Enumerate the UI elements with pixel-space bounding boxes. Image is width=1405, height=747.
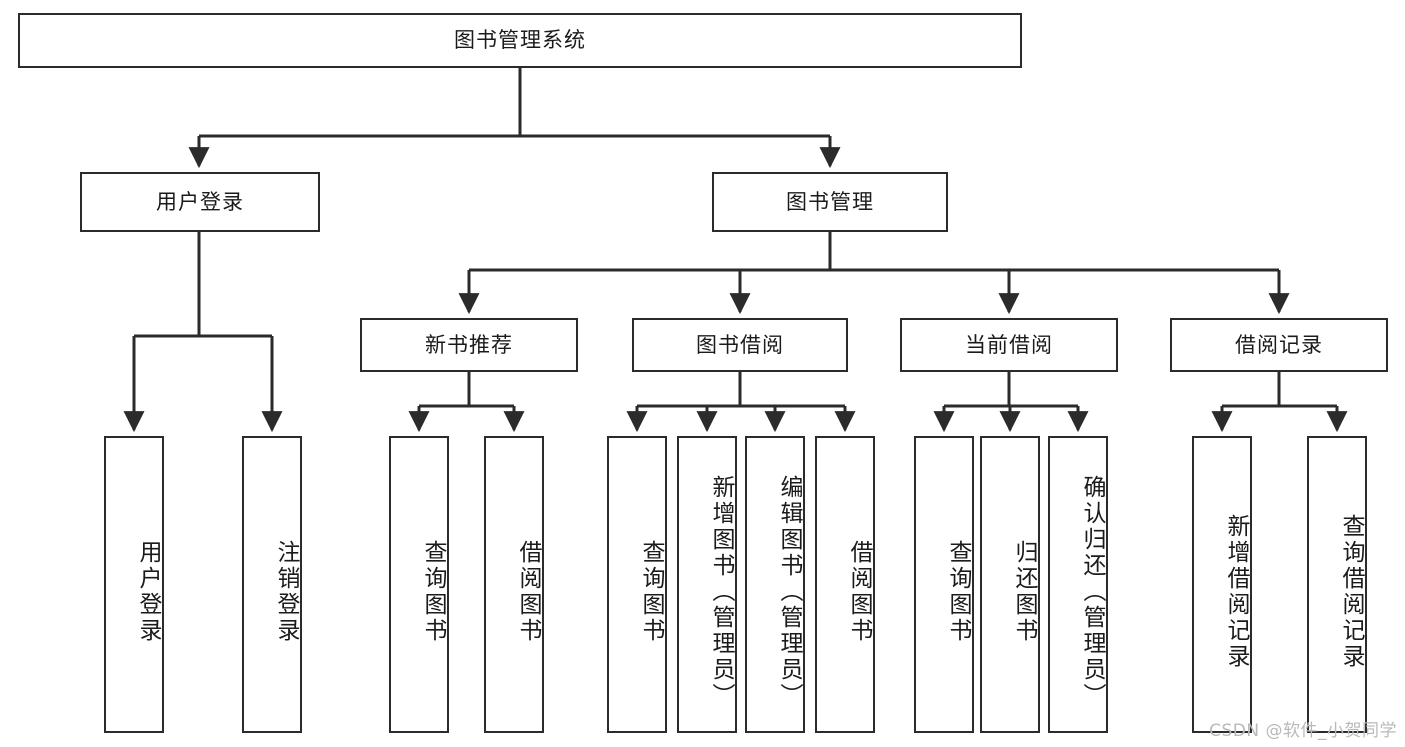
- leaf-return-book[interactable]: 归还图书: [980, 436, 1040, 733]
- node-book-borrow-label: 图书借阅: [696, 332, 784, 357]
- leaf-return-book-label: 归还图书: [1011, 539, 1037, 644]
- node-current-borrow-label: 当前借阅: [965, 332, 1053, 357]
- leaf-add-record-label: 新增借阅记录: [1223, 513, 1249, 670]
- leaf-user-login[interactable]: 用户登录: [104, 436, 164, 733]
- node-current-borrow[interactable]: 当前借阅: [900, 318, 1118, 372]
- leaf-add-book-label: 新增图书（管理员）: [708, 474, 734, 709]
- node-user-login[interactable]: 用户登录: [80, 172, 320, 232]
- leaf-user-login-label: 用户登录: [135, 539, 161, 644]
- node-book-management[interactable]: 图书管理: [712, 172, 948, 232]
- leaf-confirm-return-label: 确认归还（管理员）: [1079, 474, 1105, 709]
- leaf-query-book-1-label: 查询图书: [420, 539, 446, 644]
- node-new-book-recommend[interactable]: 新书推荐: [360, 318, 578, 372]
- leaf-query-book-2[interactable]: 查询图书: [607, 436, 667, 733]
- node-borrow-record[interactable]: 借阅记录: [1170, 318, 1388, 372]
- leaf-query-record[interactable]: 查询借阅记录: [1307, 436, 1367, 733]
- leaf-borrow-book-2[interactable]: 借阅图书: [815, 436, 875, 733]
- node-book-management-label: 图书管理: [786, 189, 874, 214]
- leaf-query-book-3[interactable]: 查询图书: [914, 436, 974, 733]
- node-user-login-label: 用户登录: [156, 189, 244, 214]
- leaf-logout-login-label: 注销登录: [273, 539, 299, 644]
- csdn-watermark: CSDN @软件_小贺同学: [1209, 721, 1397, 741]
- leaf-add-record[interactable]: 新增借阅记录: [1192, 436, 1252, 733]
- leaf-query-book-1[interactable]: 查询图书: [389, 436, 449, 733]
- leaf-edit-book[interactable]: 编辑图书（管理员）: [745, 436, 805, 733]
- leaf-edit-book-label: 编辑图书（管理员）: [776, 474, 802, 709]
- node-book-borrow[interactable]: 图书借阅: [632, 318, 848, 372]
- node-borrow-record-label: 借阅记录: [1235, 332, 1323, 357]
- leaf-borrow-book-1[interactable]: 借阅图书: [484, 436, 544, 733]
- node-root-label: 图书管理系统: [454, 28, 586, 53]
- leaf-borrow-book-2-label: 借阅图书: [846, 539, 872, 644]
- node-root-book-management-system[interactable]: 图书管理系统: [18, 13, 1022, 68]
- node-new-book-recommend-label: 新书推荐: [425, 332, 513, 357]
- leaf-add-book[interactable]: 新增图书（管理员）: [677, 436, 737, 733]
- leaf-confirm-return[interactable]: 确认归还（管理员）: [1048, 436, 1108, 733]
- leaf-query-book-3-label: 查询图书: [945, 539, 971, 644]
- leaf-query-record-label: 查询借阅记录: [1338, 513, 1364, 670]
- leaf-logout-login[interactable]: 注销登录: [242, 436, 302, 733]
- leaf-query-book-2-label: 查询图书: [638, 539, 664, 644]
- leaf-borrow-book-1-label: 借阅图书: [515, 539, 541, 644]
